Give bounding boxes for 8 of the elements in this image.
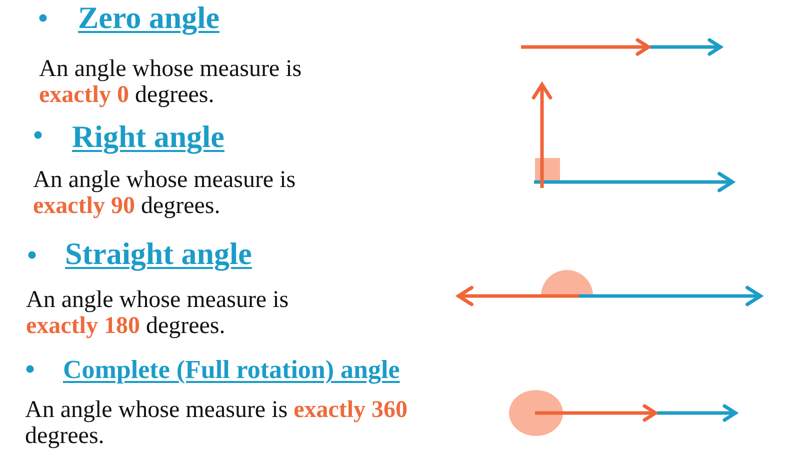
- heading: Right angle: [72, 119, 224, 155]
- heading: Zero angle: [78, 0, 220, 36]
- heading: Complete (Full rotation) angle: [63, 355, 400, 385]
- heading: Straight angle: [65, 236, 252, 272]
- definition-text: An angle whose measure is exactly 0 degrees.: [39, 56, 303, 108]
- definition-text: An angle whose measure is exactly 180 degrees.: [26, 287, 290, 339]
- definition-text: An angle whose measure is exactly 360 degrees.: [25, 397, 409, 449]
- definition-text: An angle whose measure is exactly 90 degrees.: [33, 167, 297, 219]
